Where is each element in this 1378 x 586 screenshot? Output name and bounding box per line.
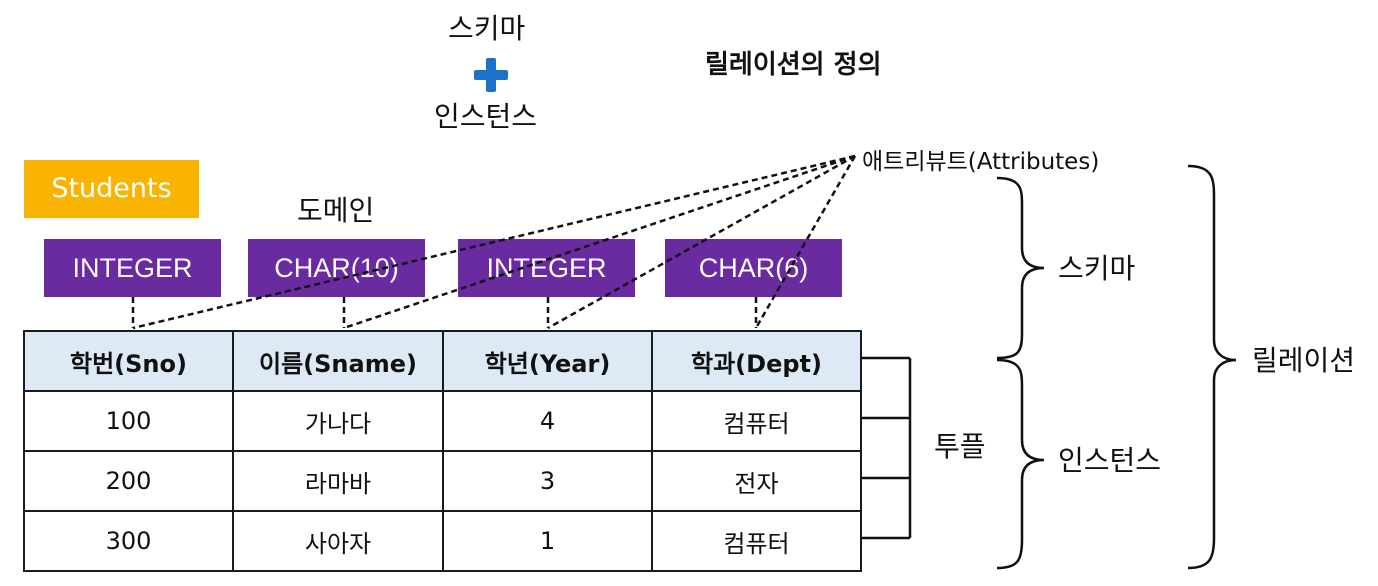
brace-relation-label: 릴레이션 (1252, 344, 1356, 377)
table-cell: 컴퓨터 (651, 510, 862, 572)
brace-schema-label: 스키마 (1058, 252, 1136, 285)
plus-icon (474, 58, 508, 92)
page-title: 릴레이션의 정의 (705, 50, 882, 80)
tuple-label: 투플 (934, 430, 986, 463)
relation-name-tag: Students (24, 160, 199, 218)
header-year: 학년(Year) (442, 330, 653, 392)
attribute-line-sno (132, 154, 856, 330)
header-sname: 이름(Sname) (232, 330, 444, 392)
schema-brace (996, 176, 1045, 360)
instance-label: 인스턴스 (434, 100, 538, 133)
header-sno: 학번(Sno) (23, 330, 234, 392)
domain-box-dept: CHAR(6) (665, 239, 842, 297)
tuple-bracket (861, 356, 912, 540)
table-cell: 1 (442, 510, 653, 572)
brace-instance-label: 인스턴스 (1058, 444, 1162, 477)
table-cell: 4 (442, 390, 653, 452)
table-row: 100 가나다 4 컴퓨터 (23, 390, 862, 452)
domain-box-sno: INTEGER (44, 239, 221, 297)
table-cell: 가나다 (232, 390, 444, 452)
table-cell: 전자 (651, 450, 862, 512)
table-cell: 라마바 (232, 450, 444, 512)
table-cell: 컴퓨터 (651, 390, 862, 452)
relation-brace (1187, 164, 1237, 570)
relation-table: 학번(Sno) 이름(Sname) 학년(Year) 학과(Dept) 100 … (23, 330, 862, 572)
table-cell: 3 (442, 450, 653, 512)
domain-box-sname: CHAR(10) (248, 239, 425, 297)
table-cell: 200 (23, 450, 234, 512)
header-dept: 학과(Dept) (651, 330, 862, 392)
table-row: 300 사아자 1 컴퓨터 (23, 510, 862, 572)
attributes-label: 애트리뷰트(Attributes) (862, 149, 1100, 175)
instance-brace (996, 358, 1045, 570)
attribute-line-dept (754, 155, 857, 329)
table-cell: 100 (23, 390, 234, 452)
table-header-row: 학번(Sno) 이름(Sname) 학년(Year) 학과(Dept) (23, 330, 862, 392)
domain-label: 도메인 (297, 194, 375, 227)
table-cell: 300 (23, 510, 234, 572)
table-cell: 사아자 (232, 510, 444, 572)
schema-label: 스키마 (448, 12, 526, 45)
attribute-line-year (547, 154, 856, 330)
table-row: 200 라마바 3 전자 (23, 450, 862, 512)
attribute-line-sname (343, 154, 856, 330)
domain-box-year: INTEGER (458, 239, 635, 297)
